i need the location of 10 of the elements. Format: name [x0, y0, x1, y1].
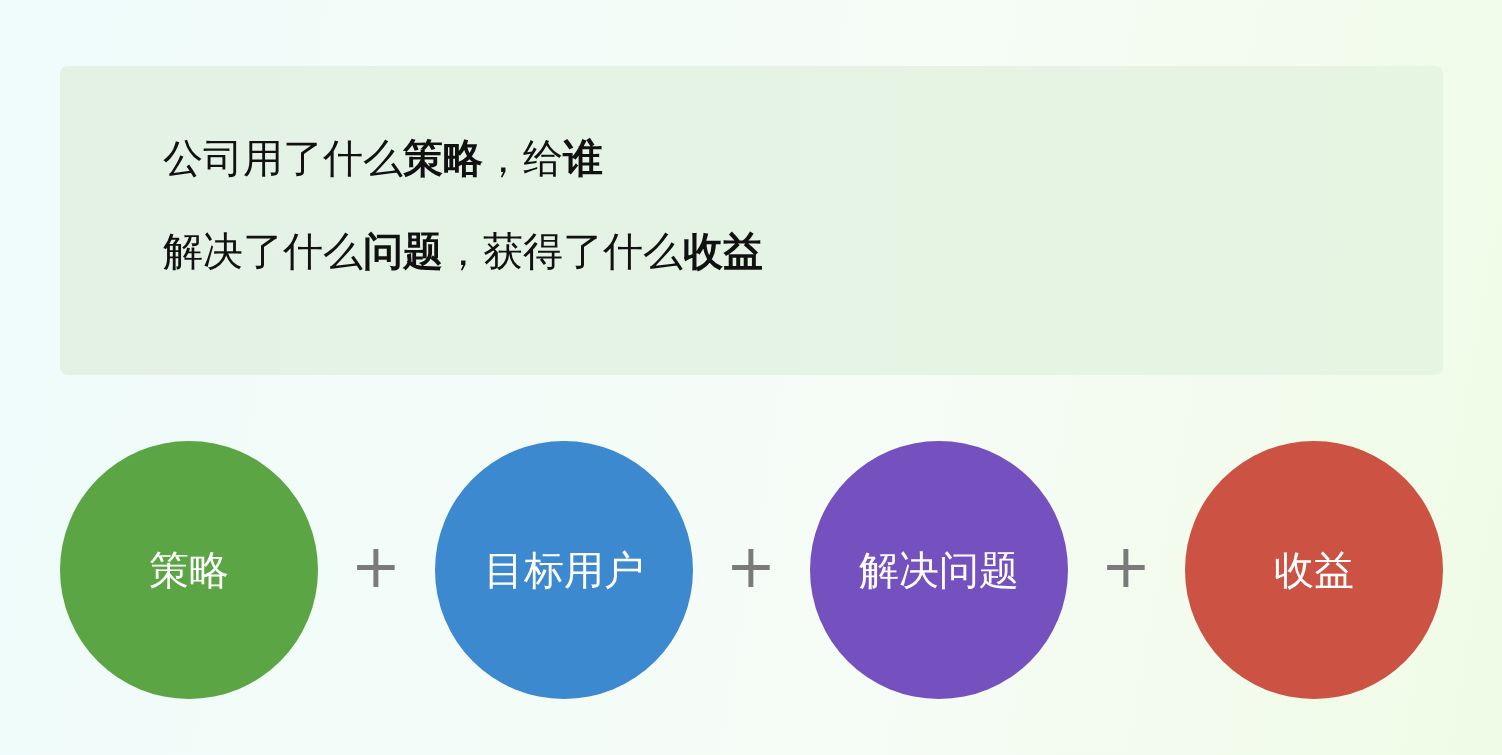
heading-line: 公司用了什么策略，给谁	[163, 138, 603, 178]
circle-label: 收益	[1274, 545, 1354, 595]
heading-line: 解决了什么问题，获得了什么收益	[163, 231, 763, 271]
circle-label: 解决问题	[859, 545, 1019, 595]
plus-sign: +	[724, 536, 778, 596]
text-panel	[60, 66, 1443, 375]
circle-label: 策略	[149, 545, 229, 595]
circle-label: 目标用户	[484, 545, 644, 595]
plus-sign: +	[349, 536, 403, 596]
plus-sign: +	[1099, 536, 1153, 596]
